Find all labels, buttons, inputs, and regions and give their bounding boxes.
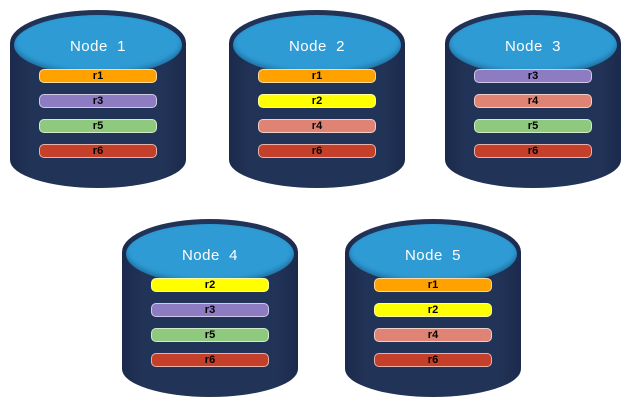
replica-bar-r1: r1 — [39, 69, 157, 83]
replica-bar-r2: r2 — [258, 94, 376, 108]
replica-bar-r6: r6 — [474, 144, 592, 158]
db-node-5: Node 5 r1 r2 r4 r6 — [345, 219, 521, 397]
replica-bar-r6: r6 — [374, 353, 492, 367]
replica-bar-r1: r1 — [258, 69, 376, 83]
cylinder-top: Node 2 — [233, 15, 401, 75]
node-label: Node 2 — [288, 37, 346, 55]
replica-bar-r2: r2 — [374, 303, 492, 317]
node-label: Node 4 — [181, 246, 239, 264]
replica-bar-r5: r5 — [474, 119, 592, 133]
db-node-2: Node 2 r1 r2 r4 r6 — [229, 10, 405, 188]
replica-bar-r3: r3 — [151, 303, 269, 317]
cylinder-top: Node 1 — [14, 15, 182, 75]
replica-bar-r5: r5 — [39, 119, 157, 133]
node-label: Node 5 — [404, 246, 462, 264]
replica-bar-r1: r1 — [374, 278, 492, 292]
replica-bar-r4: r4 — [258, 119, 376, 133]
replica-bar-r3: r3 — [39, 94, 157, 108]
replica-bar-r5: r5 — [151, 328, 269, 342]
replica-list: r1 r2 r4 r6 — [374, 278, 492, 367]
node-label: Node 3 — [504, 37, 562, 55]
node-label: Node 1 — [69, 37, 127, 55]
replica-bar-r6: r6 — [258, 144, 376, 158]
replica-bar-r6: r6 — [39, 144, 157, 158]
db-node-1: Node 1 r1 r3 r5 r6 — [10, 10, 186, 188]
db-node-4: Node 4 r2 r3 r5 r6 — [122, 219, 298, 397]
replica-list: r1 r2 r4 r6 — [258, 69, 376, 158]
cylinder-top: Node 4 — [126, 224, 294, 284]
replica-bar-r2: r2 — [151, 278, 269, 292]
replica-bar-r6: r6 — [151, 353, 269, 367]
replica-bar-r4: r4 — [374, 328, 492, 342]
cylinder-top: Node 5 — [349, 224, 517, 284]
replica-bar-r3: r3 — [474, 69, 592, 83]
cylinder-top: Node 3 — [449, 15, 617, 75]
db-node-3: Node 3 r3 r4 r5 r6 — [445, 10, 621, 188]
replica-list: r3 r4 r5 r6 — [474, 69, 592, 158]
replica-bar-r4: r4 — [474, 94, 592, 108]
replica-list: r2 r3 r5 r6 — [151, 278, 269, 367]
replica-list: r1 r3 r5 r6 — [39, 69, 157, 158]
